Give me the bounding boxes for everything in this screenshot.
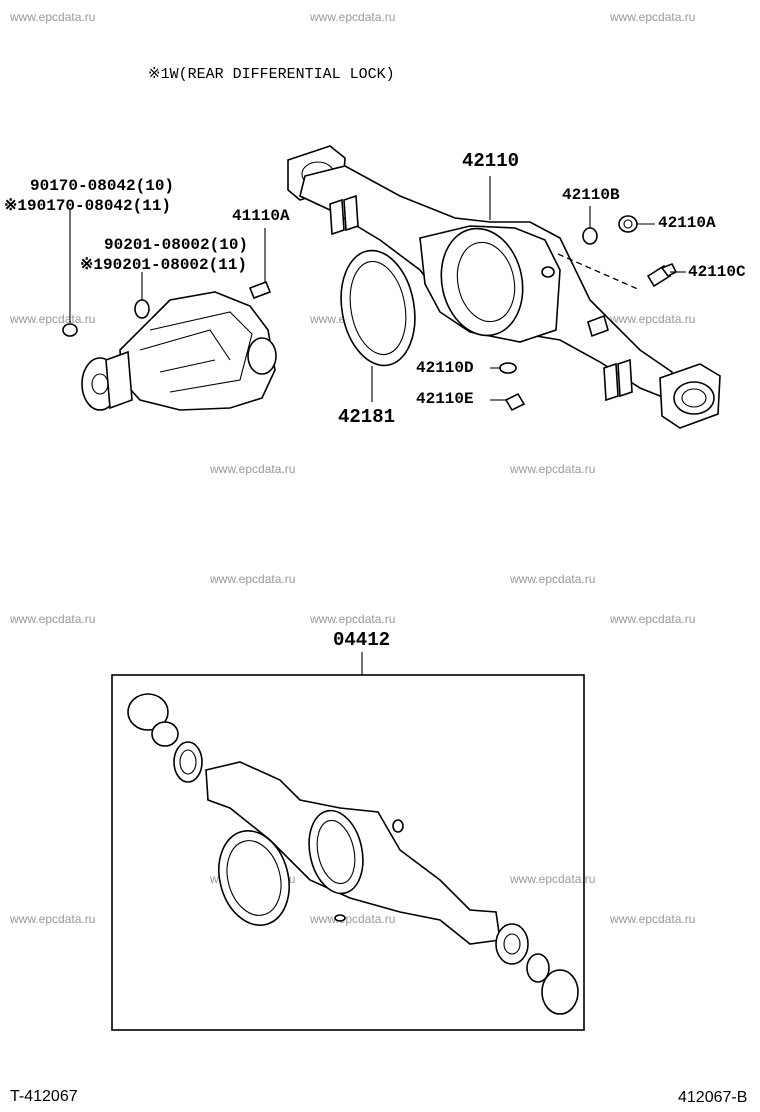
watermark: www.epcdata.ru: [310, 10, 396, 24]
watermark: www.epcdata.ru: [10, 912, 96, 926]
watermark: www.epcdata.ru: [610, 312, 696, 326]
leader-lines-top: [69, 176, 686, 402]
part-label-04412: 04412: [333, 629, 391, 651]
part-label-42110: 42110: [462, 150, 520, 172]
watermark: www.epcdata.ru: [10, 312, 96, 326]
watermark: www.epcdata.ru: [10, 612, 96, 626]
part-label-41110A: 41110A: [232, 207, 290, 225]
part-label-stud-11: ※190201-08002(11): [80, 256, 248, 274]
part-label-42181: 42181: [338, 406, 396, 428]
footer-right-code: 412067-B: [678, 1089, 748, 1106]
part-label-42110D: 42110D: [416, 359, 474, 377]
watermark: www.epcdata.ru: [210, 462, 296, 476]
part-label-bolt-11: ※190170-08042(11): [4, 197, 172, 215]
watermark: www.epcdata.ru: [610, 912, 696, 926]
part-label-42110C: 42110C: [688, 263, 746, 281]
watermark: www.epcdata.ru: [310, 612, 396, 626]
watermark: www.epcdata.ru: [310, 912, 396, 926]
watermark: www.epcdata.ru: [610, 10, 696, 24]
part-label-42110B: 42110B: [562, 186, 620, 204]
watermark: www.epcdata.ru: [510, 872, 596, 886]
watermark: www.epcdata.ru: [10, 10, 96, 24]
watermark: www.epcdata.ru: [510, 462, 596, 476]
gasket-42181-drawing: [340, 249, 416, 367]
part-label-42110E: 42110E: [416, 390, 474, 408]
variant-note: ※1W(REAR DIFFERENTIAL LOCK): [148, 66, 395, 83]
footer-left-code: T-412067: [10, 1088, 78, 1105]
watermark: www.epcdata.ru: [510, 572, 596, 586]
part-label-bolt-10: 90170-08042(10): [30, 177, 175, 195]
axle-housing-drawing: [287, 145, 721, 429]
watermark: www.epcdata.ru: [210, 572, 296, 586]
part-label-stud-10: 90201-08002(10): [104, 236, 249, 254]
part-label-42110A: 42110A: [658, 214, 716, 232]
differential-carrier-drawing: [62, 280, 277, 411]
gasket-kit-box: [111, 652, 585, 1031]
watermark: www.epcdata.ru: [610, 612, 696, 626]
